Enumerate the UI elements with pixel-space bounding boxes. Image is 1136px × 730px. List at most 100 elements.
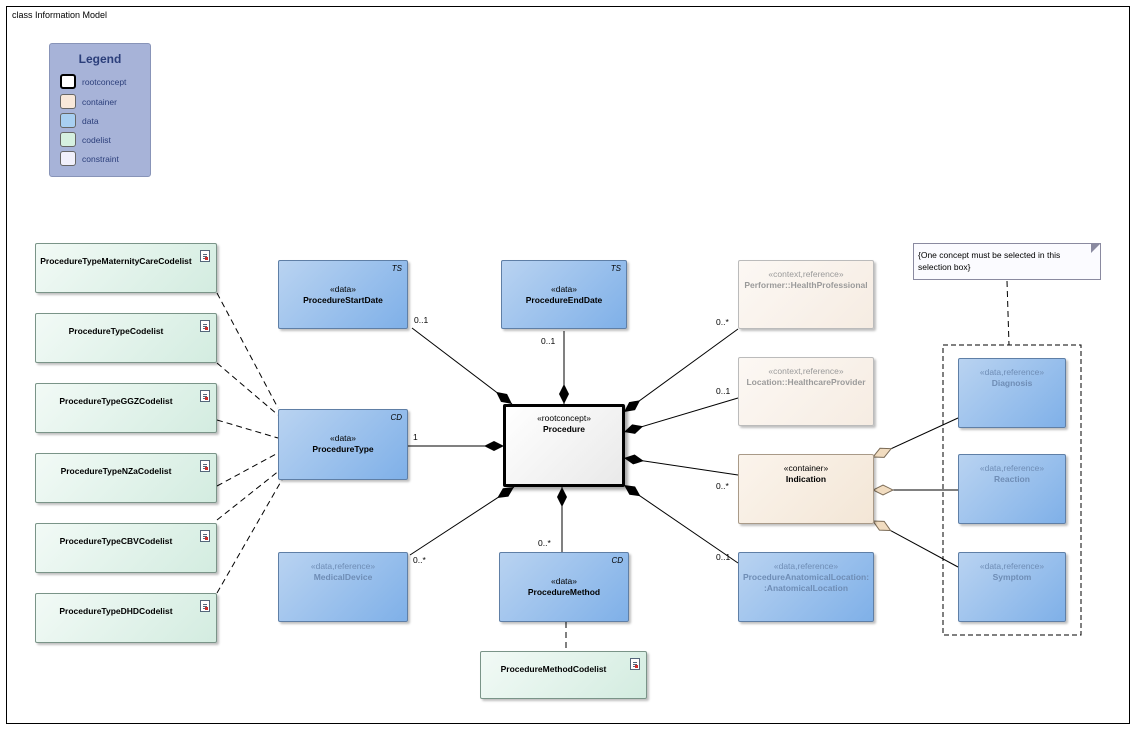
link-maternity — [216, 292, 279, 409]
legend-label: container — [82, 97, 117, 107]
diagram-frame — [6, 6, 1130, 724]
ref-symptom[interactable]: «data,reference» Symptom — [958, 552, 1066, 622]
legend-swatch — [60, 132, 76, 147]
agg-diagnosis — [873, 417, 959, 457]
legend-swatch — [60, 94, 76, 109]
comp-anatomical — [623, 484, 739, 564]
legend-label: constraint — [82, 154, 119, 164]
legend-label: codelist — [82, 135, 111, 145]
ref-diagnosis[interactable]: «data,reference» Diagnosis — [958, 358, 1066, 428]
class-name: Symptom — [992, 572, 1032, 582]
data-procedure-start-date[interactable]: TS «data» ProcedureStartDate — [278, 260, 408, 329]
class-name: Diagnosis — [991, 378, 1033, 388]
class-name: ProcedureType — [312, 444, 374, 454]
codelist-name: ProcedureTypeMaternityCareCodelist — [40, 256, 192, 266]
legend-swatch — [60, 113, 76, 128]
link-ggz — [216, 419, 279, 439]
stereotype: «data,reference» — [979, 463, 1045, 473]
agg-symptom — [873, 521, 959, 568]
codelist-nza[interactable]: ProcedureTypeNZaCodelist — [35, 453, 217, 503]
stereotype: «data» — [551, 576, 577, 586]
legend-swatch — [60, 74, 76, 89]
stereotype: «context,reference» — [768, 366, 844, 376]
mult-start: 0..1 — [414, 315, 429, 325]
codelist-icon — [200, 600, 210, 612]
codelist-name: ProcedureTypeCodelist — [68, 326, 164, 336]
data-procedure-type[interactable]: CD «data» ProcedureType — [278, 409, 408, 480]
class-name: Performer::HealthProfessional — [744, 280, 868, 290]
datatype-tag: CD — [611, 556, 623, 565]
comp-device — [409, 486, 515, 556]
class-name: MedicalDevice — [313, 572, 373, 582]
mult-indication: 0..* — [716, 481, 729, 491]
codelist-icon — [200, 460, 210, 472]
codelist-icon — [200, 530, 210, 542]
comp-location — [623, 397, 739, 434]
comp-start — [411, 327, 513, 405]
codelist-icon — [200, 250, 210, 262]
datatype-tag: TS — [610, 264, 621, 273]
codelist-ggz[interactable]: ProcedureTypeGGZCodelist — [35, 383, 217, 433]
stereotype: «container» — [783, 463, 829, 473]
codelist-icon — [630, 658, 640, 670]
stereotype: «data,reference» — [773, 561, 839, 571]
data-procedure-method[interactable]: CD «data» ProcedureMethod — [499, 552, 629, 622]
legend-label: rootconcept — [82, 77, 127, 87]
data-procedure-end-date[interactable]: TS «data» ProcedureEndDate — [501, 260, 627, 329]
class-name: ProcedureEndDate — [525, 295, 603, 305]
codelist-icon — [200, 390, 210, 402]
legend-label: data — [82, 116, 99, 126]
ref-reaction[interactable]: «data,reference» Reaction — [958, 454, 1066, 524]
class-name: ProcedureStartDate — [303, 295, 383, 305]
mult-end: 0..1 — [541, 336, 556, 346]
mult-device: 0..* — [413, 555, 426, 565]
selection-box — [942, 344, 1082, 636]
codelist-name: ProcedureMethodCodelist — [500, 664, 607, 674]
class-name: Indication — [785, 474, 827, 484]
codelist-cbv[interactable]: ProcedureTypeCBVCodelist — [35, 523, 217, 573]
link-typecodelist — [216, 362, 279, 416]
legend: Legend rootconcept container data codeli… — [49, 43, 151, 177]
stereotype: «context,reference» — [768, 269, 844, 279]
link-dhd — [216, 477, 284, 594]
mult-performer: 0..* — [716, 317, 729, 327]
context-performer[interactable]: «context,reference» Performer::HealthPro… — [738, 260, 874, 329]
codelist-name: ProcedureTypeGGZCodelist — [59, 396, 173, 406]
datatype-tag: TS — [391, 264, 402, 273]
datatype-tag: CD — [390, 413, 402, 422]
comp-performer — [623, 328, 739, 413]
class-name: ProcedureAnatomicalLocation: — [742, 572, 870, 582]
codelist-dhd[interactable]: ProcedureTypeDHDCodelist — [35, 593, 217, 643]
legend-title: Legend — [78, 52, 122, 66]
stereotype: «data» — [330, 433, 356, 443]
mult-type: 1 — [413, 432, 418, 442]
mult-anatomical: 0..1 — [716, 552, 731, 562]
codelist-icon — [200, 320, 210, 332]
class-name: Procedure — [542, 424, 586, 434]
codelist-name: ProcedureTypeDHDCodelist — [59, 606, 173, 616]
codelist-type[interactable]: ProcedureTypeCodelist — [35, 313, 217, 363]
stereotype: «data» — [551, 284, 577, 294]
rootconcept-procedure[interactable]: «rootconcept» Procedure — [503, 404, 625, 487]
link-cbv — [216, 469, 281, 521]
constraint-note[interactable]: {One concept must be selected in this se… — [913, 243, 1101, 280]
legend-swatch — [60, 151, 76, 166]
ref-anatomical-location[interactable]: «data,reference» ProcedureAnatomicalLoca… — [738, 552, 874, 622]
codelist-method[interactable]: ProcedureMethodCodelist — [480, 651, 647, 699]
link-nza — [216, 452, 279, 487]
stereotype: «data,reference» — [310, 561, 376, 571]
class-name: Location::HealthcareProvider — [746, 377, 866, 387]
comp-indication — [623, 454, 739, 476]
context-location[interactable]: «context,reference» Location::Healthcare… — [738, 357, 874, 426]
mult-method: 0..* — [538, 538, 551, 548]
stereotype: «data» — [330, 284, 356, 294]
container-indication[interactable]: «container» Indication — [738, 454, 874, 524]
codelist-maternity[interactable]: ProcedureTypeMaternityCareCodelist — [35, 243, 217, 293]
stereotype: «data,reference» — [979, 367, 1045, 377]
ref-medical-device[interactable]: «data,reference» MedicalDevice — [278, 552, 408, 622]
class-name-cont: :AnatomicalLocation — [763, 583, 849, 593]
mult-location: 0..1 — [716, 386, 731, 396]
codelist-name: ProcedureTypeCBVCodelist — [59, 536, 173, 546]
codelist-name: ProcedureTypeNZaCodelist — [60, 466, 172, 476]
